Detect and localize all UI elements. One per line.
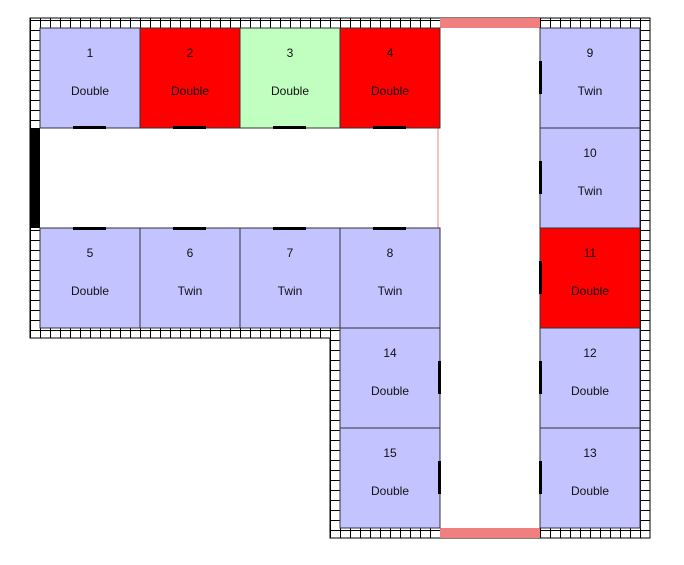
room-tile[interactable] <box>539 27 641 129</box>
room-number: 5 <box>87 246 94 260</box>
room-tile[interactable] <box>539 227 641 329</box>
room-number: 15 <box>383 446 397 460</box>
room-number: 10 <box>583 146 597 160</box>
room-number: 12 <box>583 346 597 360</box>
corridor-west-end <box>30 128 40 228</box>
room-tile[interactable] <box>339 227 441 329</box>
doors-layer <box>73 61 542 494</box>
room-type: Double <box>271 84 309 98</box>
room-tile[interactable] <box>339 327 441 429</box>
room-tile[interactable] <box>539 327 641 429</box>
door-room-11 <box>539 261 542 294</box>
room-tile[interactable] <box>239 27 341 129</box>
room-number: 3 <box>287 46 294 60</box>
room-number: 2 <box>187 46 194 60</box>
room-type: Twin <box>578 84 603 98</box>
door-room-1 <box>73 126 106 129</box>
room-type: Double <box>71 84 109 98</box>
room-type: Twin <box>178 284 203 298</box>
door-room-9 <box>539 61 542 94</box>
door-room-4 <box>373 126 406 129</box>
room-number: 9 <box>587 46 594 60</box>
corridor-main <box>40 128 440 228</box>
room-type: Twin <box>578 184 603 198</box>
room-number: 1 <box>87 46 94 60</box>
door-room-6 <box>173 227 206 230</box>
room-type: Double <box>171 84 209 98</box>
room-type: Double <box>371 484 409 498</box>
room-tile[interactable] <box>539 127 641 229</box>
exit-south[interactable] <box>440 528 540 538</box>
room-type: Double <box>71 284 109 298</box>
door-room-15 <box>438 461 441 494</box>
room-number: 6 <box>187 246 194 260</box>
door-room-14 <box>438 361 441 394</box>
corridor-east <box>440 28 540 528</box>
room-type: Twin <box>278 284 303 298</box>
door-room-3 <box>273 126 306 129</box>
room-type: Double <box>571 484 609 498</box>
room-tile[interactable] <box>139 227 241 329</box>
door-room-10 <box>539 161 542 194</box>
room-tile[interactable] <box>339 427 441 529</box>
room-tile[interactable] <box>139 27 241 129</box>
door-room-5 <box>73 227 106 230</box>
room-number: 4 <box>387 46 394 60</box>
door-room-2 <box>173 126 206 129</box>
rooms-layer: 1Double2Double3Double4Double5Double6Twin… <box>39 27 641 529</box>
room-number: 14 <box>383 346 397 360</box>
room-tile[interactable] <box>39 227 141 329</box>
door-room-7 <box>273 227 306 230</box>
room-tile[interactable] <box>339 27 441 129</box>
room-type: Double <box>371 84 409 98</box>
room-tile[interactable] <box>539 427 641 529</box>
door-room-12 <box>539 361 542 394</box>
room-number: 13 <box>583 446 597 460</box>
door-room-13 <box>539 461 542 494</box>
room-number: 8 <box>387 246 394 260</box>
room-type: Double <box>371 384 409 398</box>
room-tile[interactable] <box>239 227 341 329</box>
door-room-8 <box>373 227 406 230</box>
room-number: 11 <box>584 246 597 260</box>
room-type: Double <box>571 284 609 298</box>
room-tile[interactable] <box>39 27 141 129</box>
room-number: 7 <box>287 246 294 260</box>
exit-north[interactable] <box>440 18 540 28</box>
room-type: Twin <box>378 284 403 298</box>
room-type: Double <box>571 384 609 398</box>
